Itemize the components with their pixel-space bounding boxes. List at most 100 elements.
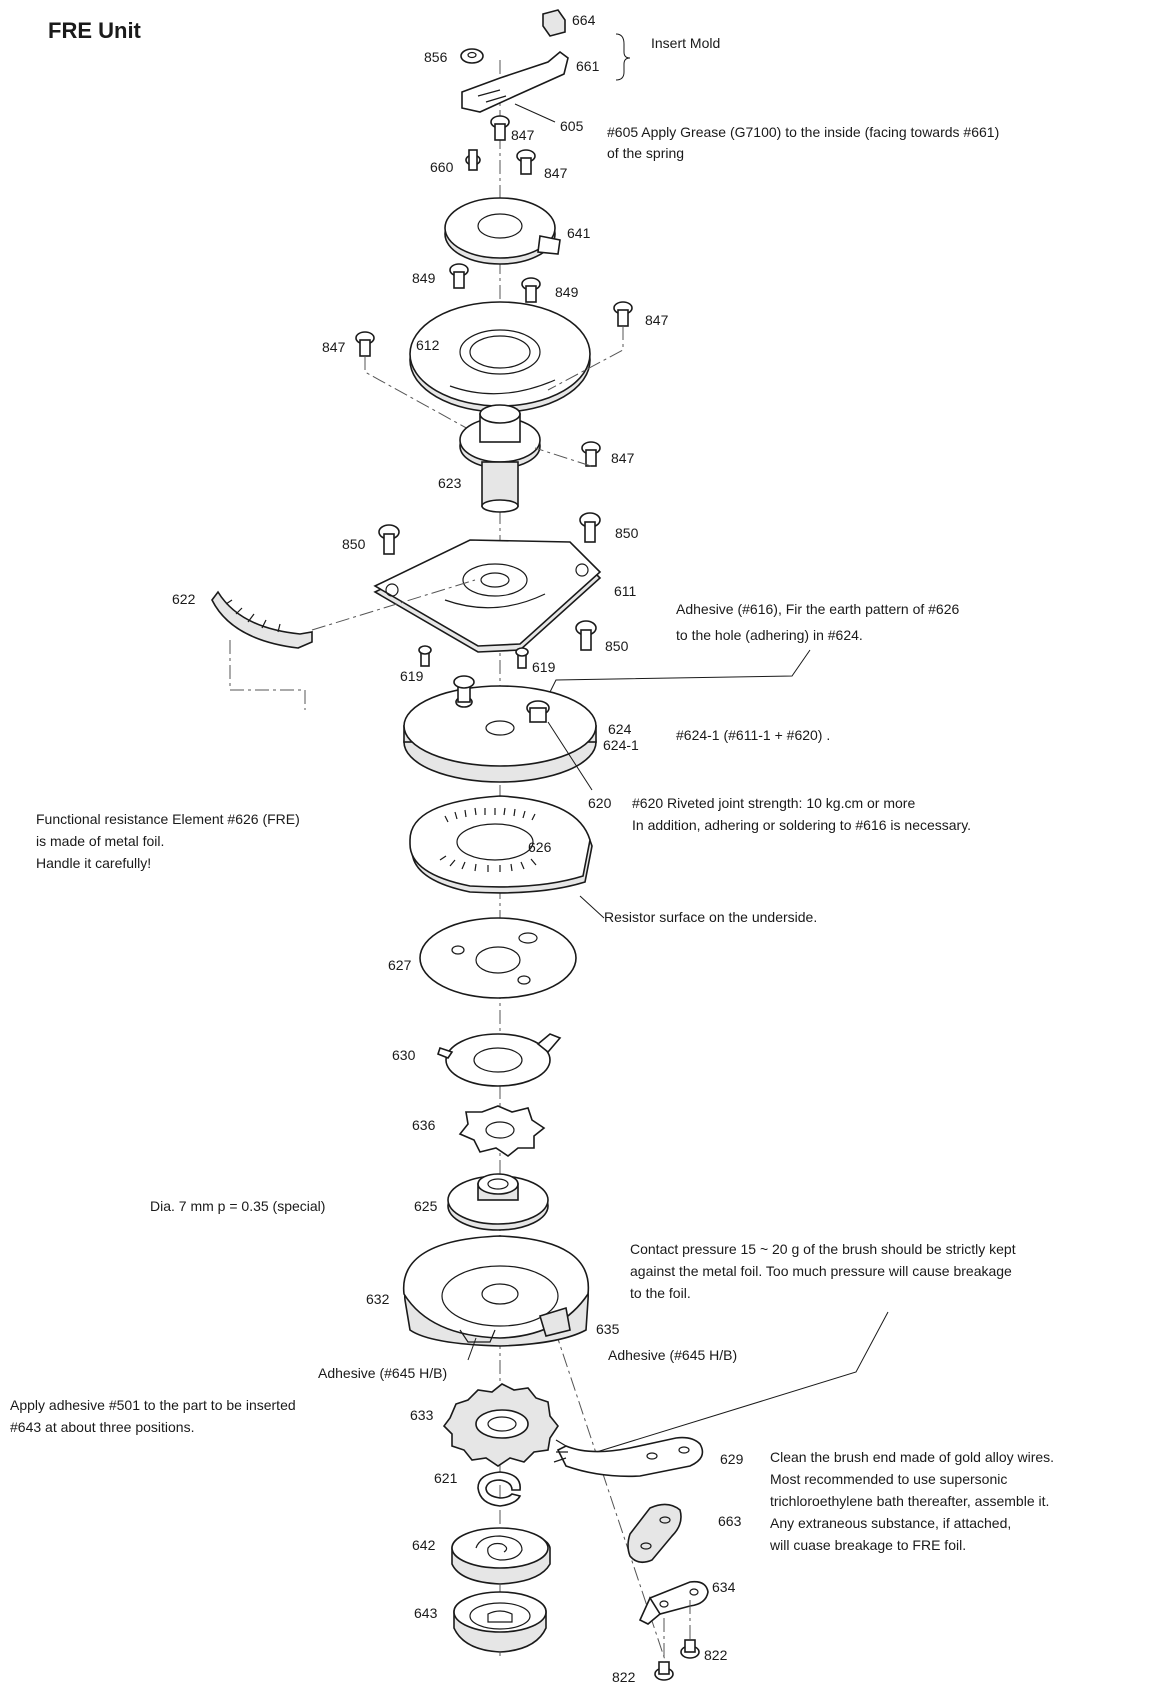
label-619-right: 619 xyxy=(532,659,556,675)
part-643-cup xyxy=(453,1591,547,1653)
part-625-nut xyxy=(447,1173,549,1231)
screw-850-right xyxy=(579,512,601,543)
part-627-disc xyxy=(419,917,577,999)
part-856-washer xyxy=(460,48,484,64)
part-636-star-washer xyxy=(458,1105,546,1157)
label-629: 629 xyxy=(720,1451,744,1467)
label-847-mid: 847 xyxy=(611,450,635,466)
note-fre-line1: Functional resistance Element #626 (FRE) xyxy=(36,811,300,827)
screw-847-b xyxy=(516,149,536,175)
part-641 xyxy=(444,197,561,265)
leader-adhesive-left xyxy=(467,1337,477,1361)
label-622: 622 xyxy=(172,591,196,607)
part-630-tab-washer xyxy=(437,1033,562,1087)
label-642: 642 xyxy=(412,1537,436,1553)
part-621-c-ring xyxy=(477,1471,522,1507)
pin-619-left xyxy=(418,645,432,667)
note-clean-line3: trichloroethylene bath thereafter, assem… xyxy=(770,1493,1049,1509)
part-629-brush xyxy=(553,1436,704,1478)
label-849-left: 849 xyxy=(412,270,436,286)
leader-616 xyxy=(547,649,811,697)
screw-850-lower xyxy=(575,620,597,651)
label-663: 663 xyxy=(718,1513,742,1529)
label-849-right: 849 xyxy=(555,284,579,300)
note-fre-line2: is made of metal foil. xyxy=(36,833,164,849)
label-612: 612 xyxy=(416,337,440,353)
guide-622-b xyxy=(311,579,476,631)
note-624-1: #624-1 (#611-1 + #620) . xyxy=(676,727,830,743)
label-643: 643 xyxy=(414,1605,438,1621)
screw-822-right xyxy=(680,1639,700,1659)
screw-822-bottom xyxy=(654,1661,674,1681)
leader-605 xyxy=(514,103,556,123)
label-664: 664 xyxy=(572,12,596,28)
note-contact-line2: against the metal foil. Too much pressur… xyxy=(630,1263,1012,1279)
part-632-cup xyxy=(402,1235,590,1347)
note-clean-line1: Clean the brush end made of gold alloy w… xyxy=(770,1449,1054,1465)
label-847-top: 847 xyxy=(511,127,535,143)
label-633: 633 xyxy=(410,1407,434,1423)
note-insert-mold: Insert Mold xyxy=(651,35,720,51)
guide-622 xyxy=(229,640,306,710)
screw-847-right xyxy=(613,301,633,327)
pin-619-right xyxy=(515,647,529,669)
note-clean-line5: will cuase breakage to FRE foil. xyxy=(769,1537,966,1553)
label-619-left: 619 xyxy=(400,668,424,684)
label-641: 641 xyxy=(567,225,591,241)
part-664-insert xyxy=(542,9,566,37)
note-adhesive-645-left: Adhesive (#645 H/B) xyxy=(318,1365,447,1381)
leader-620 xyxy=(547,721,593,791)
label-632: 632 xyxy=(366,1291,390,1307)
label-627: 627 xyxy=(388,957,412,973)
note-clean-line2: Most recommended to use supersonic xyxy=(770,1471,1007,1487)
label-847-left: 847 xyxy=(322,339,346,355)
part-623-hub xyxy=(459,404,541,513)
part-611-plate xyxy=(373,539,602,653)
label-847-b: 847 xyxy=(544,165,568,181)
guide-847-mid xyxy=(534,447,592,467)
guide-847-left xyxy=(364,356,471,431)
label-605: 605 xyxy=(560,118,584,134)
note-resistor-surface: Resistor surface on the underside. xyxy=(604,909,817,925)
label-630: 630 xyxy=(392,1047,416,1063)
guide-847-right xyxy=(547,326,624,391)
note-contact-line1: Contact pressure 15 ~ 20 g of the brush … xyxy=(630,1241,1016,1257)
part-634-terminal xyxy=(638,1580,709,1625)
screw-847-mid xyxy=(581,441,601,467)
note-dia: Dia. 7 mm p = 0.35 (special) xyxy=(150,1198,325,1214)
screw-849-left xyxy=(449,263,469,289)
note-fre-line3: Handle it carefully! xyxy=(36,855,151,871)
note-apply-501-line1: Apply adhesive #501 to the part to be in… xyxy=(10,1397,296,1413)
note-rivet-line1: #620 Riveted joint strength: 10 kg.cm or… xyxy=(632,795,915,811)
label-661: 661 xyxy=(576,58,600,74)
leader-contact xyxy=(589,1311,889,1455)
part-663-insulator xyxy=(627,1503,682,1564)
note-adhesive-645-right: Adhesive (#645 H/B) xyxy=(608,1347,737,1363)
note-grease-line1: #605 Apply Grease (G7100) to the inside … xyxy=(607,124,999,140)
part-642-spring-housing xyxy=(451,1527,551,1585)
note-adhesive-616-line2: to the hole (adhering) in #624. xyxy=(676,627,863,643)
brush-axis xyxy=(554,1329,666,1661)
label-856: 856 xyxy=(424,49,448,65)
screw-849-right xyxy=(521,277,541,303)
page-title: FRE Unit xyxy=(48,18,141,43)
leader-resistor-surface xyxy=(579,895,605,919)
label-625: 625 xyxy=(414,1198,438,1214)
screw-847-top xyxy=(490,115,510,141)
part-622-gear-segment xyxy=(211,590,313,649)
label-635: 635 xyxy=(596,1321,620,1337)
label-822-right: 822 xyxy=(704,1647,728,1663)
label-660: 660 xyxy=(430,159,454,175)
pin-660 xyxy=(465,149,481,171)
label-623: 623 xyxy=(438,475,462,491)
part-626-resistance-element xyxy=(409,795,593,894)
label-624: 624 xyxy=(608,721,632,737)
note-rivet-line2: In addition, adhering or soldering to #6… xyxy=(632,817,971,833)
label-850-right: 850 xyxy=(615,525,639,541)
label-624-1: 624-1 xyxy=(603,737,639,753)
screw-850-left xyxy=(378,524,400,555)
screw-847-left xyxy=(355,331,375,357)
part-661-spring xyxy=(461,50,569,113)
label-850-left: 850 xyxy=(342,536,366,552)
part-624-disc xyxy=(403,675,597,783)
